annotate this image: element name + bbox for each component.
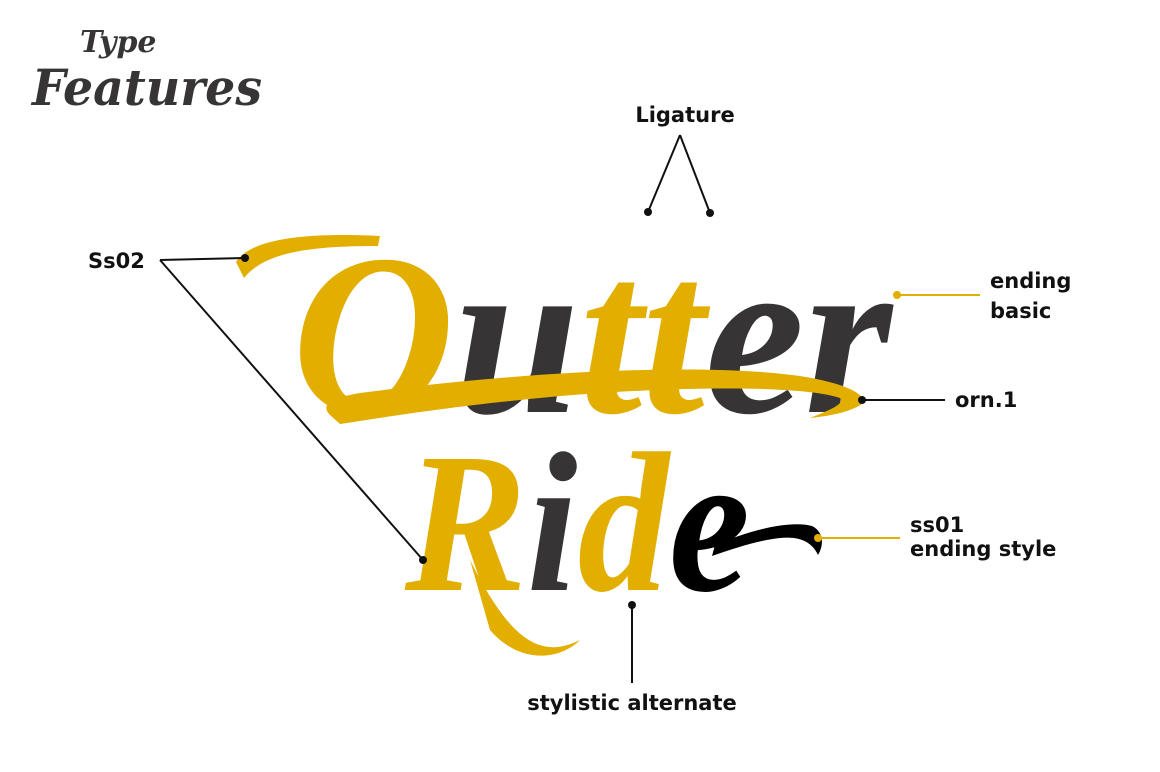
label-ending-basic-2: basic: [990, 299, 1051, 323]
label-orn1: orn.1: [955, 388, 1017, 412]
ss01-ending-swash: [712, 524, 822, 556]
label-ending-basic-1: ending: [990, 269, 1071, 293]
letter-e-ending: e: [669, 413, 750, 634]
logo-features: Features: [30, 58, 262, 117]
label-ss01: ss01: [910, 513, 964, 537]
annotation-dots: [241, 208, 866, 609]
word-outter: Outter: [292, 207, 894, 462]
orn1-swash: [326, 369, 864, 424]
logo: Type Features: [30, 25, 262, 117]
letter-d-alternate: d: [578, 413, 672, 634]
annotation-lines-yellow: [818, 294, 980, 539]
word-ride: Ride: [404, 413, 750, 634]
letter-e: e: [705, 207, 805, 462]
letter-tt-ligature: tt: [580, 207, 711, 462]
ss02-swash-top: [236, 235, 380, 278]
letter-R: R: [404, 413, 527, 634]
logo-type: Type: [80, 25, 157, 60]
label-ending-style: ending style: [910, 537, 1056, 561]
label-ligature: Ligature: [635, 103, 734, 127]
annotation-dots-yellow: [814, 291, 901, 542]
letter-i: i: [527, 413, 578, 634]
R-tail-swash: [470, 560, 580, 656]
label-ss02: Ss02: [88, 249, 145, 273]
letter-O: O: [292, 207, 454, 462]
label-stylistic-alternate: stylistic alternate: [527, 691, 737, 715]
annotation-lines: [159, 134, 945, 683]
letter-u: u: [454, 207, 579, 462]
letter-r: r: [804, 207, 894, 462]
